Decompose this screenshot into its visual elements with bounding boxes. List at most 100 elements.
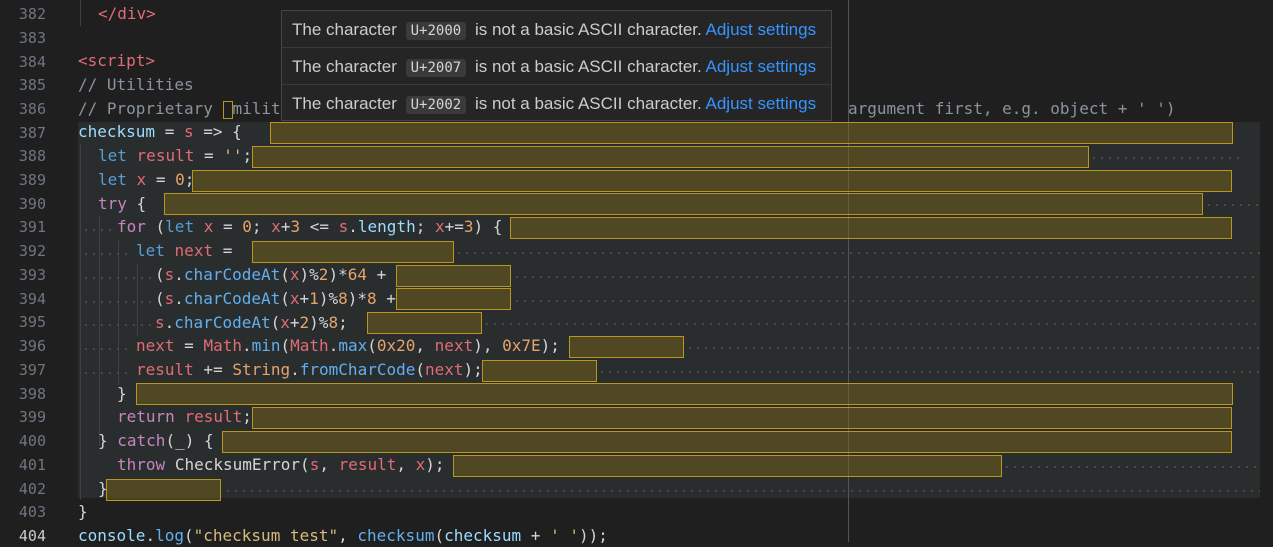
string: '': [223, 146, 243, 165]
code-line-395[interactable]: s.charCodeAt(x+2)%8;: [155, 312, 348, 334]
identifier: checksum: [444, 526, 522, 545]
whitespace-dots: [1003, 466, 1260, 468]
unicode-highlight[interactable]: [164, 193, 1203, 215]
keyword: let: [165, 217, 195, 236]
identifier: Math: [203, 336, 242, 355]
code-line-384[interactable]: <script>: [78, 50, 155, 72]
unicode-highlight[interactable]: [482, 360, 597, 382]
line-number-gutter: 382 383 384 385 386 387 388 389 390 391 …: [0, 0, 60, 545]
operator: =: [155, 122, 184, 141]
html-tag: <script>: [78, 51, 156, 70]
code-line-391[interactable]: for (let x = 0; x+3 <= s.length; x+=3) {: [117, 216, 502, 238]
adjust-settings-link[interactable]: Adjust settings: [705, 20, 817, 39]
unicode-highlight[interactable]: [396, 288, 511, 310]
punct: .: [328, 336, 339, 355]
whitespace-dots: [483, 323, 1260, 325]
adjust-settings-link[interactable]: Adjust settings: [705, 57, 817, 76]
identifier: s: [164, 289, 175, 308]
identifier: x: [136, 170, 147, 189]
unicode-highlight[interactable]: [252, 146, 1089, 168]
punct: .: [290, 360, 300, 379]
punct: ;: [242, 407, 252, 426]
string: ' ': [550, 526, 579, 545]
unicode-highlight[interactable]: [453, 455, 1002, 477]
unicode-highlight[interactable]: [222, 431, 1232, 453]
whitespace-dots: [224, 490, 1260, 492]
identifier: s: [338, 217, 349, 236]
code-line-398[interactable]: }: [117, 383, 127, 405]
code-line-389[interactable]: let x = 0;: [98, 169, 194, 191]
code-line-392[interactable]: let next =: [136, 240, 242, 262]
code-line-402[interactable]: }: [98, 478, 108, 500]
punct: ;: [251, 217, 272, 236]
line-number: 401: [18, 456, 46, 474]
unicode-highlight[interactable]: [252, 407, 1232, 429]
unicode-highlight[interactable]: [569, 336, 684, 358]
code-line-399[interactable]: return result;: [117, 406, 252, 428]
punct: }: [78, 502, 88, 521]
whitespace-dots: [82, 324, 152, 326]
punct: .: [348, 217, 358, 236]
line-number: 384: [18, 53, 46, 71]
code-line-396[interactable]: next = Math.min(Math.max(0x20, next), 0x…: [136, 335, 560, 357]
punct: (_) {: [165, 431, 214, 450]
punct: (: [434, 526, 445, 545]
identifier: String: [232, 360, 291, 379]
hover-row: The character U+2000 is not a basic ASCI…: [292, 11, 816, 48]
unicode-highlight[interactable]: [252, 241, 454, 263]
code-line-388[interactable]: let result = '';: [98, 145, 252, 167]
function: charCodeAt: [183, 289, 281, 308]
punct: );: [540, 336, 560, 355]
hover-row: The character U+2002 is not a basic ASCI…: [292, 85, 816, 122]
code-line-394[interactable]: (s.charCodeAt(x+1)%8)*8 +: [155, 288, 396, 310]
punct: {: [126, 194, 147, 213]
unicode-highlight[interactable]: [510, 217, 1232, 239]
code-line-401[interactable]: throw ChecksumError(s, result, x);: [117, 454, 445, 476]
punct: }: [117, 384, 127, 403]
keyword: return: [117, 407, 175, 426]
adjust-settings-link[interactable]: Adjust settings: [705, 94, 817, 113]
unicode-highlight[interactable]: [192, 170, 1232, 192]
unicode-highlight[interactable]: [136, 383, 1233, 405]
keyword: catch: [117, 431, 166, 450]
line-number: 388: [18, 147, 46, 165]
code-line-386[interactable]: // Proprietary milit: [78, 98, 281, 120]
unicode-highlight[interactable]: [367, 312, 482, 334]
whitespace-dots: [82, 348, 132, 350]
line-number: 402: [18, 480, 46, 498]
code-line-393[interactable]: (s.charCodeAt(x)%2)*64 +: [155, 264, 386, 286]
unicode-hover-popup[interactable]: The character U+2000 is not a basic ASCI…: [281, 10, 832, 121]
code-line-386-tail[interactable]: argument first, e.g. object + ' '): [848, 98, 1176, 120]
function: checksum: [357, 526, 435, 545]
invisible-char-marker[interactable]: [222, 100, 233, 119]
code-line-390[interactable]: try {: [98, 193, 146, 215]
unicode-highlight[interactable]: [270, 122, 1233, 144]
number: 0x20: [376, 336, 416, 355]
punct: .: [174, 265, 184, 284]
operator: )%: [318, 289, 339, 308]
number: 2: [299, 313, 310, 332]
line-number: 383: [18, 29, 46, 47]
code-line-403[interactable]: }: [78, 501, 88, 523]
code-line-400[interactable]: } catch(_) {: [98, 430, 214, 452]
code-line-404[interactable]: console.log("checksum test", checksum(ch…: [78, 525, 608, 547]
whitespace-dots: [686, 347, 1260, 349]
punct: (: [183, 526, 194, 545]
property: length: [357, 217, 416, 236]
keyword: for: [117, 217, 146, 236]
unicode-highlight[interactable]: [106, 479, 221, 501]
code-line-397[interactable]: result += String.fromCharCode(next);: [136, 359, 483, 381]
code-line-382[interactable]: </div>: [98, 3, 156, 25]
code-line-385[interactable]: // Utilities: [78, 74, 194, 96]
comment: milit: [232, 99, 281, 118]
unicode-highlight[interactable]: [396, 265, 511, 287]
number: 8: [328, 313, 339, 332]
code-line-387[interactable]: checksum = s => {: [78, 121, 242, 143]
whitespace-dots: [82, 277, 152, 279]
line-number: 403: [18, 503, 46, 521]
punct: ) {: [473, 217, 503, 236]
whitespace-dots: [513, 276, 1260, 278]
operator: =: [213, 217, 243, 236]
whitespace-dots: [1205, 204, 1260, 206]
